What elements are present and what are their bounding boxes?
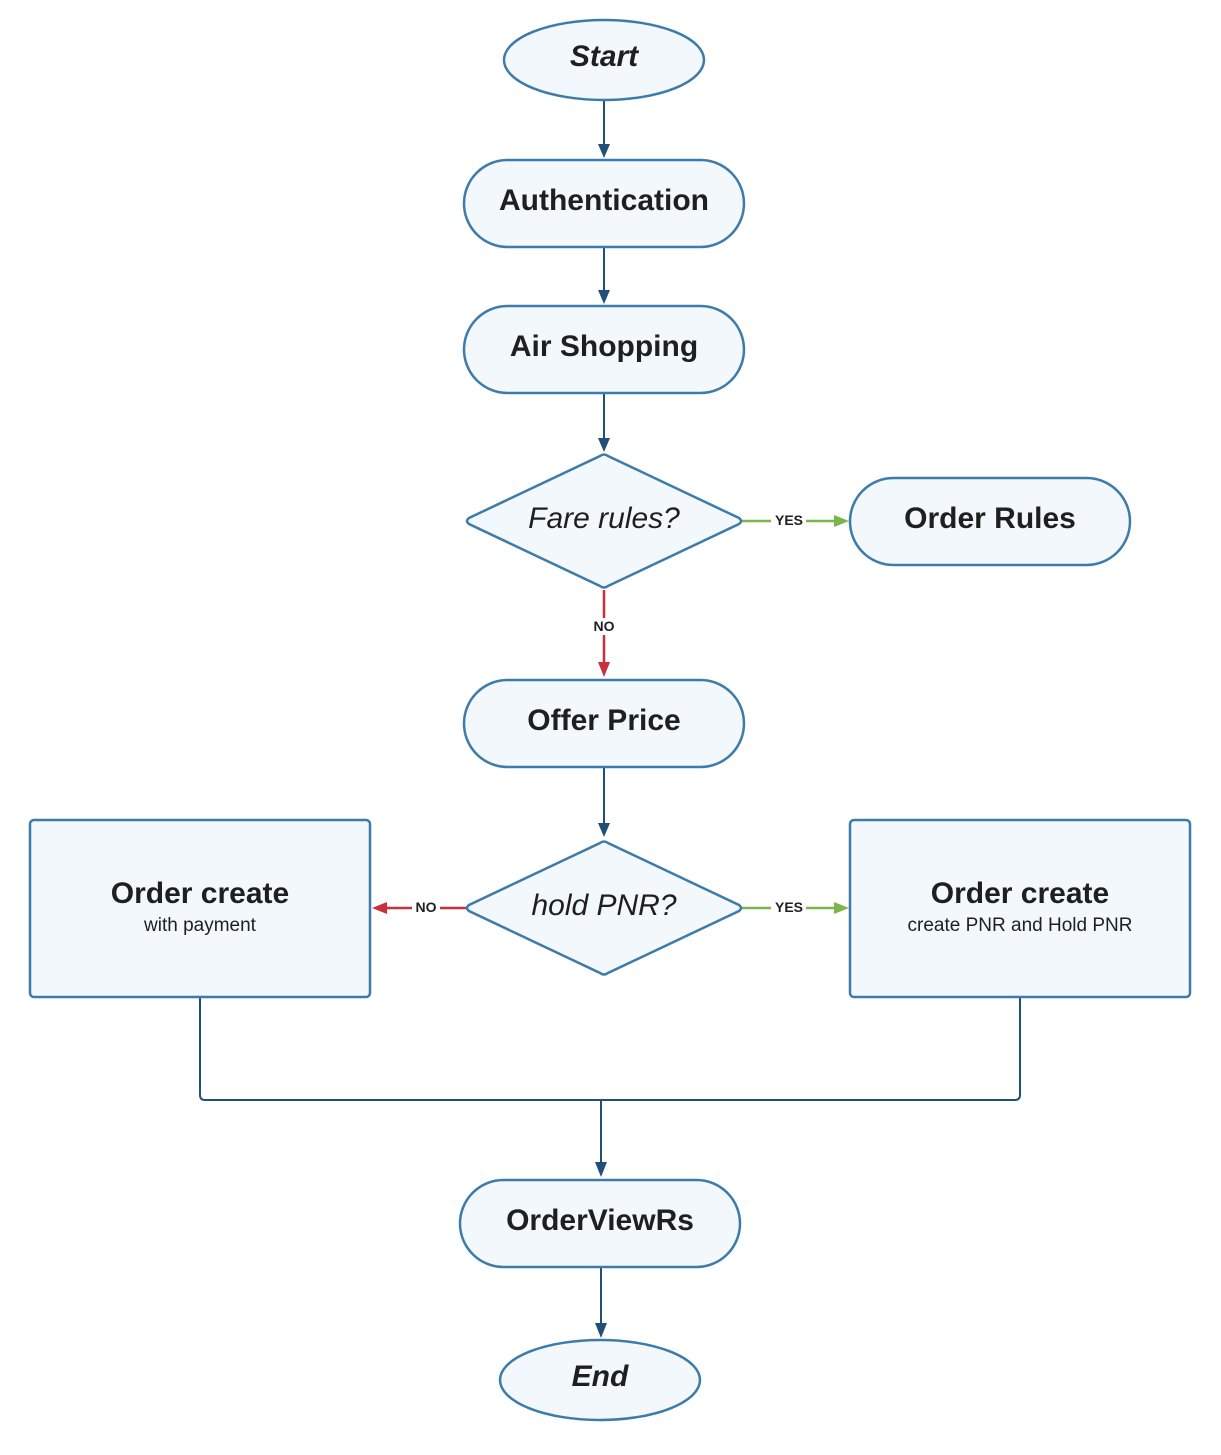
fare-rules-label: Fare rules? bbox=[528, 502, 680, 535]
air-shopping-label: Air Shopping bbox=[510, 330, 698, 363]
offer-price-process-shape bbox=[462, 678, 746, 769]
node-order-view: OrderViewRs bbox=[458, 1178, 742, 1269]
order-create-hold-box bbox=[848, 818, 1192, 999]
node-air-shopping: Air Shopping bbox=[462, 304, 746, 395]
air-shopping-process-shape bbox=[462, 304, 746, 395]
order-create-hold-sublabel: create PNR and Hold PNR bbox=[908, 915, 1133, 936]
end-label: End bbox=[572, 1360, 629, 1393]
node-order-rules: Order Rules bbox=[848, 476, 1132, 567]
node-hold-pnr: hold PNR? bbox=[465, 840, 743, 976]
order-rules-process-shape bbox=[848, 476, 1132, 567]
node-authentication: Authentication bbox=[462, 158, 746, 249]
start-label: Start bbox=[570, 40, 640, 73]
order-create-payment-label: Order create bbox=[111, 877, 289, 910]
arrowhead-icon bbox=[598, 438, 610, 452]
arrowhead-icon bbox=[372, 902, 387, 914]
fare-rules-no-label: NO bbox=[594, 618, 615, 634]
order-create-hold-label: Order create bbox=[931, 877, 1109, 910]
arrowhead-icon bbox=[598, 290, 610, 304]
node-start: Start bbox=[502, 18, 706, 102]
hold-pnr-no-label: NO bbox=[416, 899, 437, 915]
node-order-create-payment: Order create with payment bbox=[28, 818, 372, 999]
arrowhead-icon bbox=[598, 662, 610, 677]
arrowhead-icon bbox=[595, 1162, 607, 1177]
node-fare-rules: Fare rules? bbox=[465, 453, 743, 589]
offer-price-label: Offer Price bbox=[527, 704, 680, 737]
fare-rules-yes-label: YES bbox=[775, 512, 803, 528]
edge-order-create-merge bbox=[199, 998, 1021, 1101]
node-order-create-hold: Order create create PNR and Hold PNR bbox=[848, 818, 1192, 999]
hold-pnr-label: hold PNR? bbox=[531, 889, 676, 922]
node-offer-price: Offer Price bbox=[462, 678, 746, 769]
hold-pnr-yes-label: YES bbox=[775, 899, 803, 915]
order-view-label: OrderViewRs bbox=[506, 1204, 694, 1237]
order-view-process-shape bbox=[458, 1178, 742, 1269]
arrowhead-icon bbox=[834, 902, 849, 914]
authentication-process-shape bbox=[462, 158, 746, 249]
authentication-label: Authentication bbox=[499, 184, 709, 217]
order-create-payment-box bbox=[28, 818, 372, 999]
node-end: End bbox=[498, 1338, 702, 1422]
start-terminal-shape bbox=[502, 18, 706, 102]
arrowhead-icon bbox=[834, 515, 849, 527]
end-terminal-shape bbox=[498, 1338, 702, 1422]
arrowhead-icon bbox=[598, 823, 610, 837]
arrowhead-icon bbox=[595, 1323, 607, 1338]
fare-rules-decision-shape bbox=[465, 453, 743, 589]
order-rules-label: Order Rules bbox=[904, 502, 1076, 535]
hold-pnr-decision-shape bbox=[465, 840, 743, 976]
arrowhead-icon bbox=[598, 144, 610, 158]
edge-labels: YES NO NO YES bbox=[412, 512, 806, 916]
order-create-payment-sublabel: with payment bbox=[143, 915, 257, 936]
